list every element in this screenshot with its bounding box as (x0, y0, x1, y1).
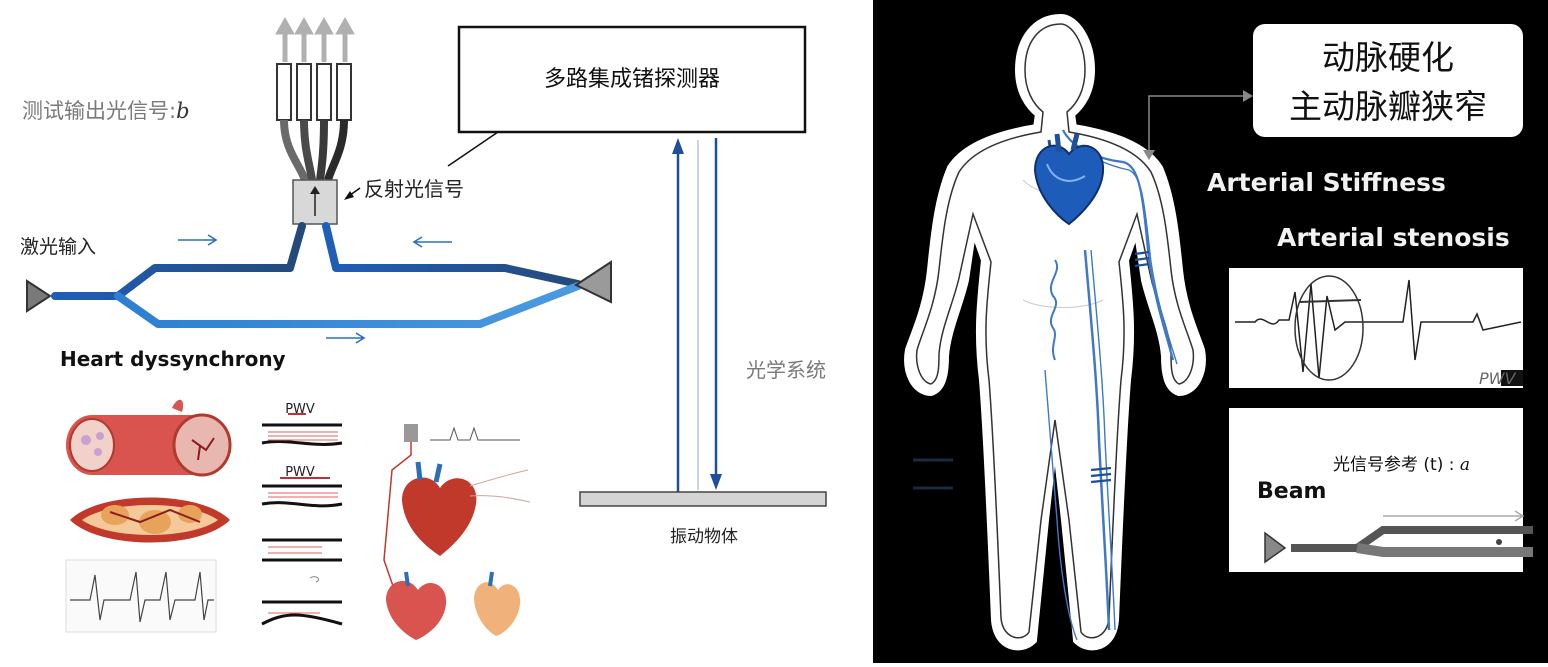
laser-input-port-icon (26, 279, 52, 313)
human-body-panel: 动脉硬化 主动脉瓣狭窄 Arterial Stiffness Arterial … (873, 0, 1548, 663)
human-body-diagram: 动脉硬化 主动脉瓣狭窄 Arterial Stiffness Arterial … (904, 13, 1533, 651)
laser-input-label: 激光输入 (20, 236, 96, 258)
pwv-waveform (1235, 275, 1522, 381)
reference-var: a (1460, 455, 1470, 475)
output-signal-var: b (176, 99, 189, 123)
detector-connector (447, 131, 499, 167)
pointer-arrow-icon (1148, 95, 1245, 152)
pwv-label-1: PWV (285, 402, 315, 417)
optical-setup-panel: 多路集成锗探测器 测试输出光信号:b 反射光信号 激光输入 Heart dyss… (20, 16, 827, 640)
heart-dyssynchrony-label: Heart dyssynchrony (60, 347, 286, 371)
detector-box (457, 25, 807, 134)
waveguide (51, 222, 582, 328)
disease-line-1: 动脉硬化 (1322, 38, 1454, 77)
optical-beams (672, 138, 722, 492)
heart-icon (1033, 133, 1105, 226)
ecg-strip (65, 559, 217, 633)
pwv-label-2: PWV (285, 465, 315, 480)
heart-illustrations (383, 424, 531, 640)
arterial-stiffness-label: Arterial Stiffness (1207, 168, 1446, 197)
output-arrows (275, 16, 355, 62)
disease-box (1253, 24, 1523, 137)
optical-system-label: 光学系统 (746, 358, 826, 382)
detector-label: 多路集成锗探测器 (544, 67, 720, 92)
pwv-wave-panel (1229, 268, 1523, 388)
fiber-bundle (280, 119, 348, 182)
optical-setup-diagram: 多路集成锗探测器 测试输出光信号:b 反射光信号 激光输入 Heart dyss… (20, 16, 827, 640)
faint-markers (913, 458, 953, 490)
direction-arrows (178, 234, 452, 344)
reflected-signal-label: 反射光信号 (364, 177, 464, 201)
disease-line-2: 主动脉瓣狭窄 (1289, 87, 1487, 126)
arterial-stenosis-label: Arterial stenosis (1277, 223, 1510, 252)
pwv-tag-bg (1501, 370, 1523, 386)
artery-illustration (66, 399, 232, 543)
vibrating-object (579, 491, 827, 507)
vibrating-object-label: 振动物体 (670, 527, 738, 547)
pwv-vessels (261, 413, 343, 626)
reference-signal-label: 光信号参考 (t) : a (1333, 455, 1470, 475)
end-reflector-icon (573, 260, 612, 304)
pwv-tag: PWV (1479, 369, 1516, 388)
reflector-box (292, 179, 338, 225)
beam-waveguide (1264, 510, 1533, 564)
output-signal-label: 测试输出光信号:b (22, 99, 190, 123)
beam-label: Beam (1257, 479, 1326, 504)
output-fibers (276, 63, 352, 121)
